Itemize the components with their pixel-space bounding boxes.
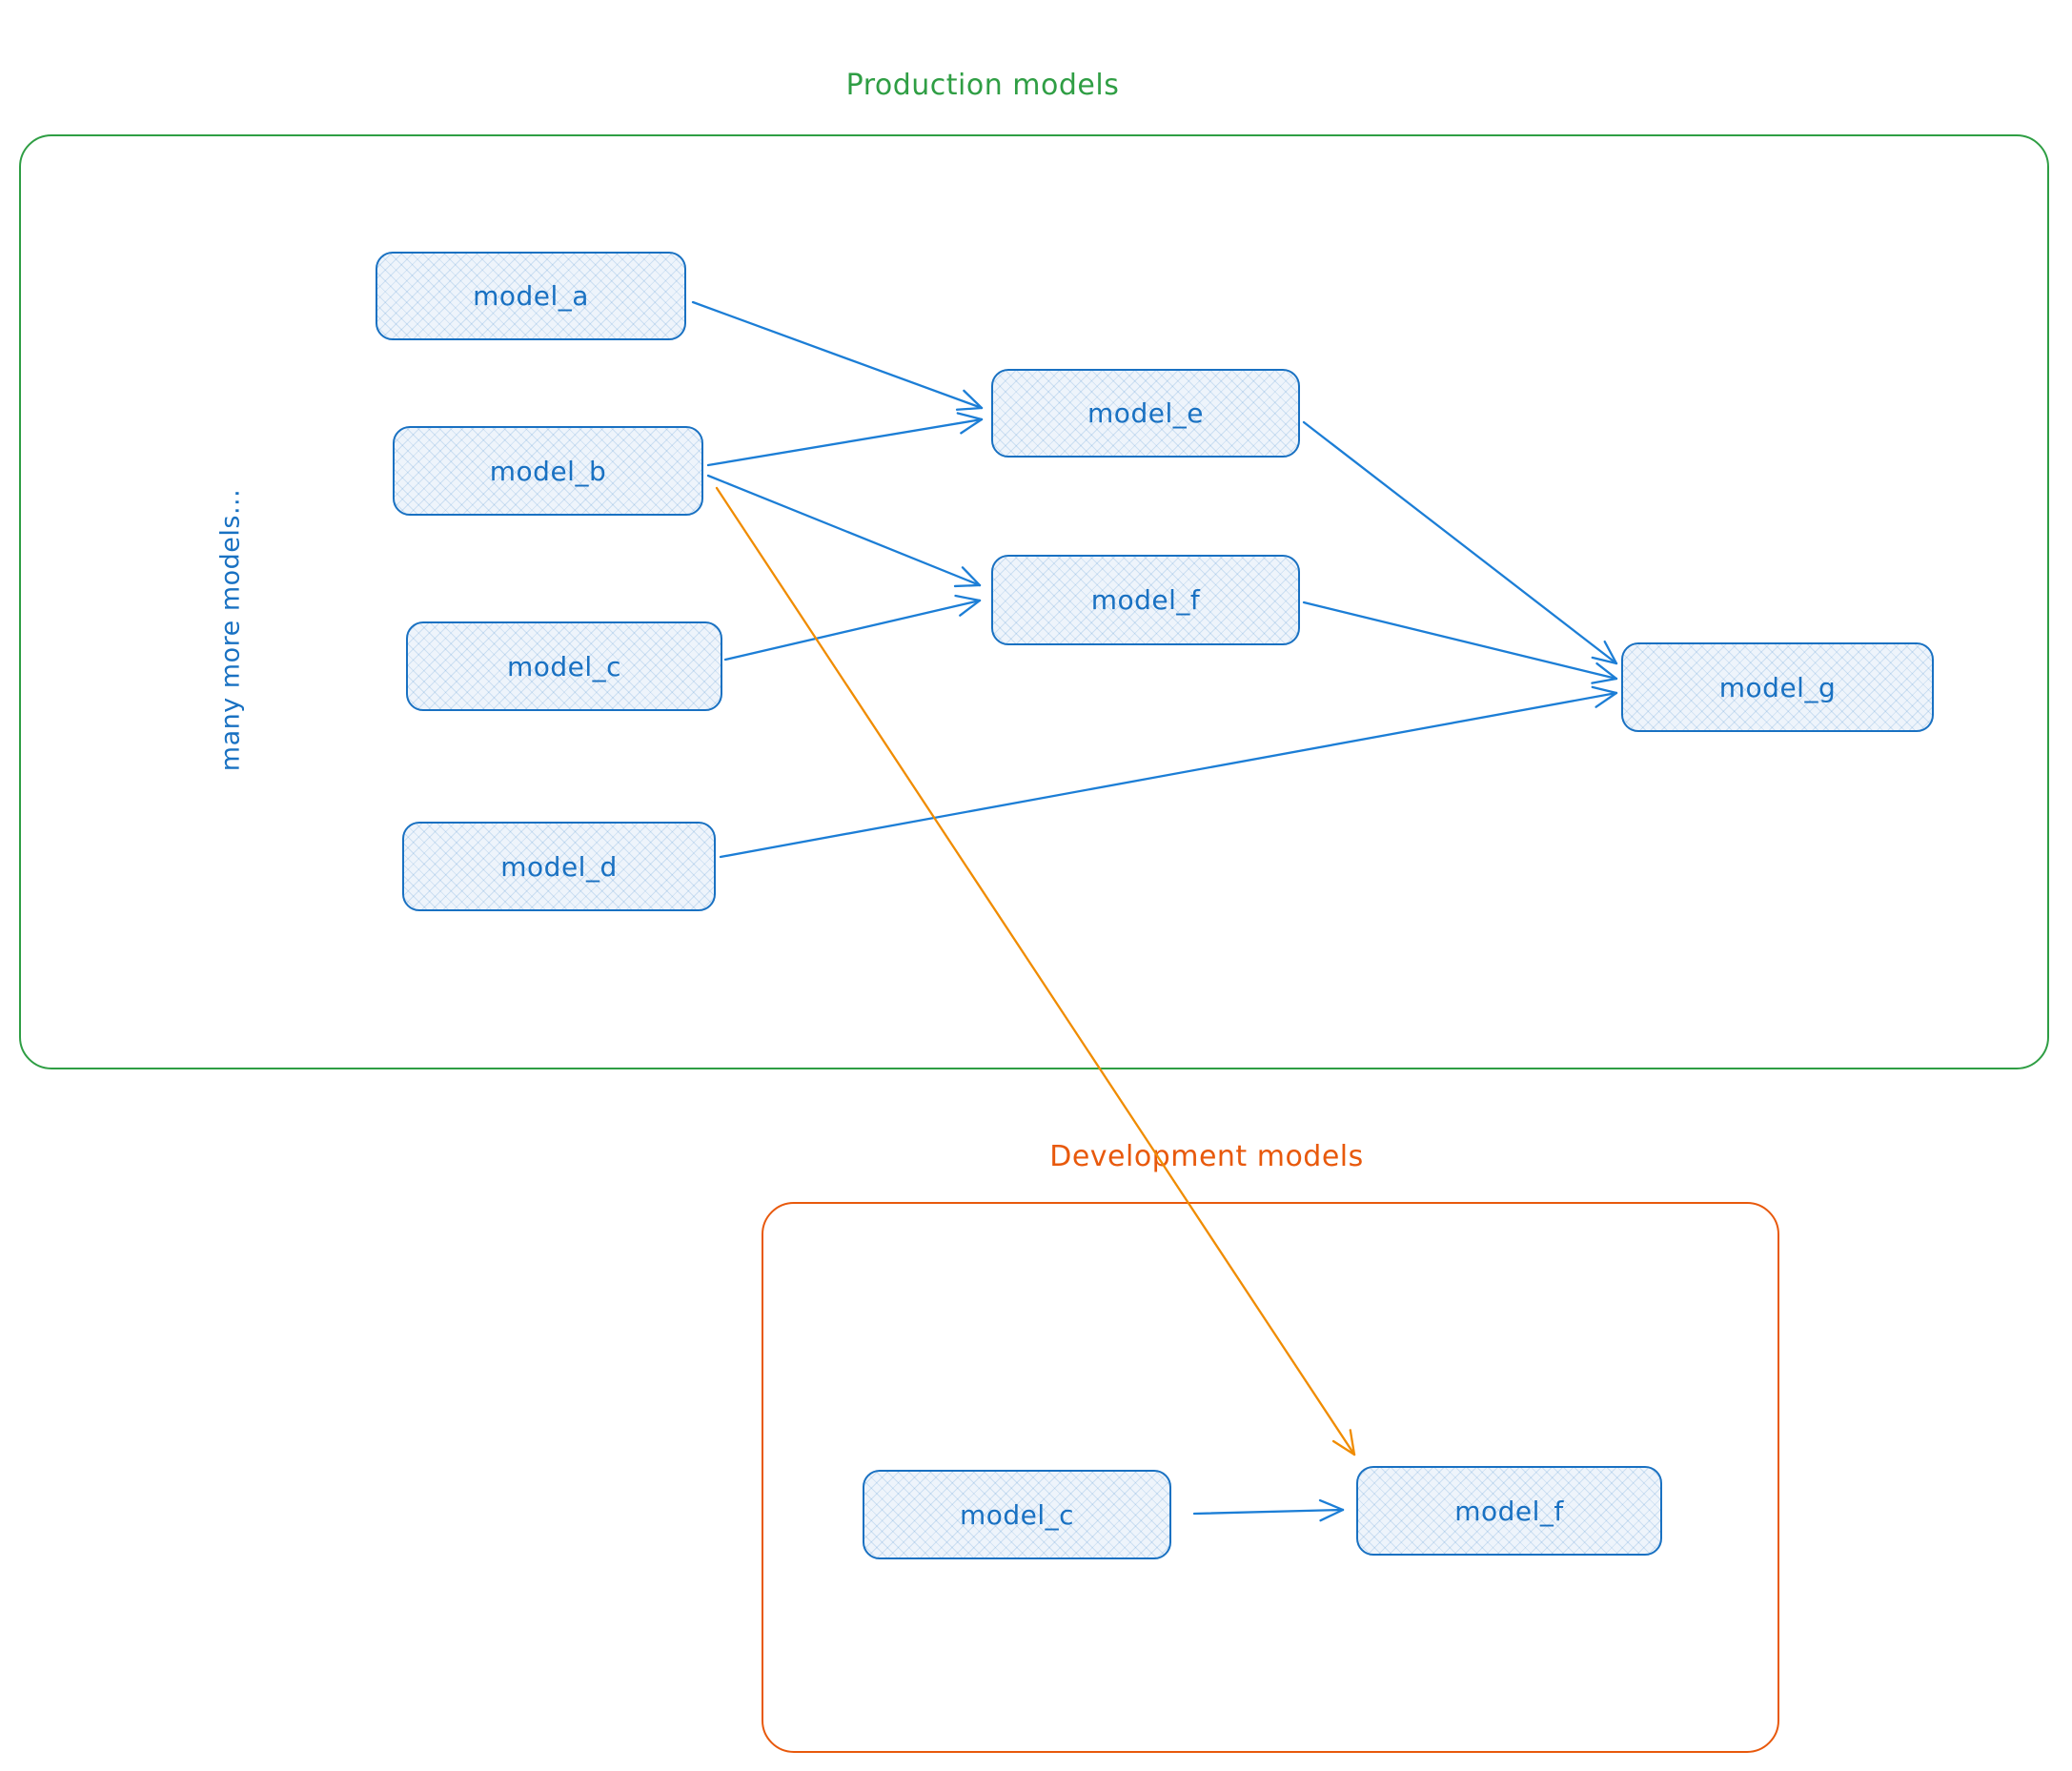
node-model_g: model_g	[1621, 642, 1934, 732]
node-model_e-label: model_e	[1087, 397, 1204, 429]
node-model_g-label: model_g	[1718, 671, 1837, 703]
many-more-models-label: many more models...	[215, 488, 246, 772]
node-model_a-label: model_a	[473, 280, 589, 312]
node-dev-model_c-label: model_c	[959, 1498, 1075, 1531]
node-model_f: model_f	[991, 555, 1300, 645]
development-group-title: Development models	[1049, 1140, 1364, 1173]
node-model_a: model_a	[376, 252, 686, 340]
production-group-title: Production models	[845, 69, 1120, 102]
node-model_f-label: model_f	[1090, 584, 1201, 616]
node-model_b: model_b	[393, 426, 703, 516]
node-dev-model_f: model_f	[1356, 1466, 1662, 1556]
node-model_c-label: model_c	[506, 650, 622, 682]
node-model_d-label: model_d	[500, 850, 618, 883]
node-dev-model_c: model_c	[863, 1470, 1171, 1559]
node-model_b-label: model_b	[489, 455, 607, 487]
node-dev-model_f-label: model_f	[1454, 1495, 1564, 1527]
node-model_d: model_d	[402, 822, 716, 911]
node-model_e: model_e	[991, 369, 1300, 458]
node-model_c: model_c	[406, 621, 722, 711]
